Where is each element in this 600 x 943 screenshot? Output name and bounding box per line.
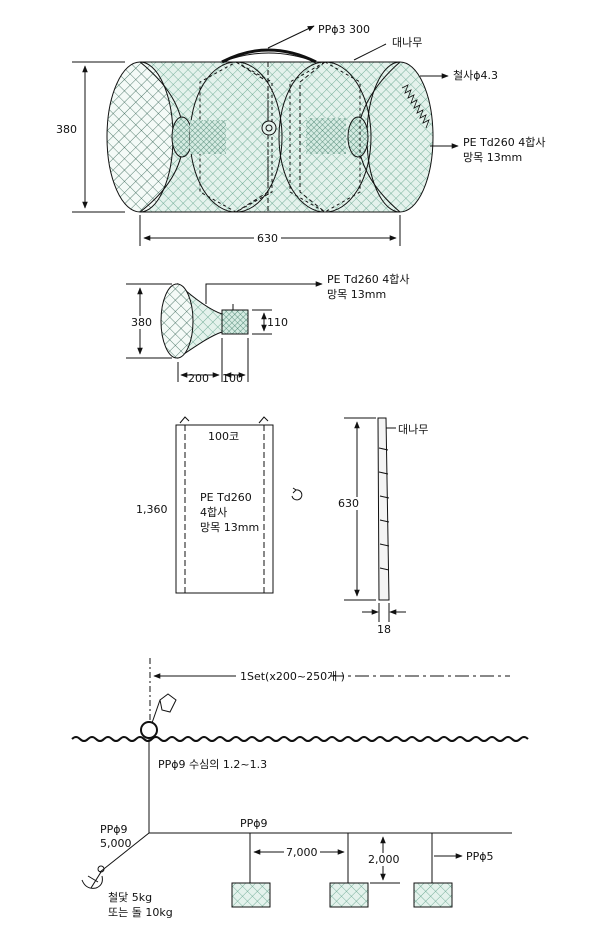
set-label: 1Set(x200~250개 ) (240, 670, 345, 683)
rotate-icon (291, 489, 303, 501)
funnel-mouth (160, 283, 194, 359)
panel-material-2: 4합사 (200, 506, 228, 519)
funnel-neck (221, 309, 249, 335)
rope-label: PPϕ3 300 (318, 23, 371, 36)
bamboo-stick-label: 대나무 (398, 423, 429, 436)
funnel-neck-dim: 100 (222, 372, 243, 385)
trap-right-funnel (347, 116, 369, 158)
trap-box-3 (413, 882, 453, 908)
funnel-height-dim: 380 (131, 316, 152, 329)
side-length-label: 5,000 (100, 837, 132, 850)
trap-height-dim: 380 (56, 123, 77, 136)
trap-center-ring (261, 120, 277, 136)
rig-drawing (71, 658, 529, 908)
sea-surface (71, 736, 529, 742)
anchor-label-1: 철닻 5kg (108, 891, 153, 904)
trap-left-funnel (171, 116, 193, 158)
flag-icon (159, 693, 177, 713)
anchor-label-2: 또는 돌 10kg (108, 906, 173, 919)
trap-net-label-1: PE Td260 4합사 (463, 136, 546, 149)
funnel-drawing (126, 281, 323, 382)
branch-rope-label: PPϕ5 (466, 850, 494, 863)
float-rope-label: PPϕ9 수심의 1.2~1.3 (158, 758, 268, 771)
inner-net-right (306, 118, 346, 154)
drop-dim: 2,000 (368, 853, 400, 866)
trap-box-1 (231, 882, 271, 908)
funnel-net-label-1: PE Td260 4합사 (327, 273, 410, 286)
trap-drawing (72, 25, 459, 246)
bamboo-stick (377, 417, 390, 601)
net-panel (175, 424, 274, 594)
bamboo-drawing (344, 417, 406, 622)
panel-length-dim: 1,360 (136, 503, 168, 516)
trap-box-2 (329, 882, 369, 908)
panel-meshes-label: 100코 (208, 430, 240, 443)
anchor-icon (81, 865, 105, 889)
side-rope-label: PPϕ9 (100, 823, 128, 836)
wire-label: 철사ϕ4.3 (453, 69, 498, 82)
trap-length-dim: 630 (254, 232, 281, 245)
funnel-net-label-2: 망목 13mm (327, 288, 387, 301)
bamboo-label: 대나무 (392, 36, 423, 49)
funnel-mouth-dim: 110 (267, 316, 288, 329)
trap-handle (221, 48, 317, 64)
funnel-cone-dim: 200 (188, 372, 209, 385)
net-panel-drawing (175, 416, 303, 594)
trap-right-end (366, 61, 434, 213)
spacing-dim: 7,000 (284, 846, 320, 859)
panel-material-3: 망목 13mm (200, 521, 260, 534)
bamboo-length-dim: 630 (338, 497, 359, 510)
main-rope-label: PPϕ9 (240, 817, 268, 830)
panel-material-1: PE Td260 (200, 491, 252, 504)
bamboo-width-dim: 18 (377, 623, 391, 636)
trap-net-label-2: 망목 13mm (463, 151, 523, 164)
inner-net-left (190, 120, 226, 154)
buoy-icon (140, 721, 158, 739)
